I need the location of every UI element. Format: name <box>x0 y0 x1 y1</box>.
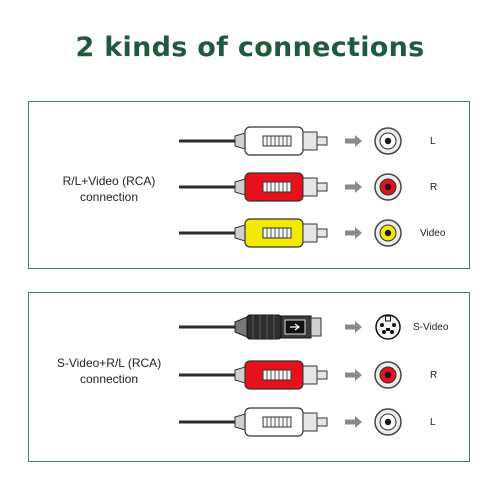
rca-plug-icon <box>234 360 328 390</box>
rca-plug-icon <box>234 172 328 202</box>
panel-label-line-1: S-Video+R/L (RCA) <box>56 356 162 370</box>
svideo-plug-icon <box>234 314 322 340</box>
rca-cable <box>179 126 402 156</box>
page-title: 2 kinds of connections <box>75 32 425 63</box>
rca-plug-icon <box>234 407 328 437</box>
rca-plug-icon <box>234 218 328 248</box>
connector-label-r: R <box>430 370 438 381</box>
rca-cable <box>179 172 402 202</box>
panel-label: R/L+Video (RCA) connection <box>29 173 189 205</box>
connector-label-r: R <box>430 182 438 193</box>
rca-connection-panel: R/L+Video (RCA) connection L R Video <box>28 101 470 269</box>
rca-jack-icon <box>374 219 402 247</box>
panel-label: S-Video+R/L (RCA) connection <box>29 355 189 387</box>
svideo-cable <box>179 314 401 340</box>
rca-jack-icon <box>374 173 402 201</box>
rca-jack-icon <box>374 408 402 436</box>
svideo-connection-panel: S-Video+R/L (RCA) connection S-Video R L <box>28 292 470 462</box>
connector-label-l: L <box>430 136 436 147</box>
cable-row <box>179 126 402 248</box>
rca-jack-icon <box>374 127 402 155</box>
rca-jack-icon <box>374 361 402 389</box>
rca-plug-icon <box>234 126 328 156</box>
connector-label-l: L <box>430 417 436 428</box>
connector-label-svideo: S-Video <box>413 322 449 333</box>
svideo-jack-icon <box>375 314 401 340</box>
cable-row <box>179 314 402 437</box>
rca-cable <box>179 407 402 437</box>
rca-cable <box>179 360 402 390</box>
arrow-right-icon <box>345 135 362 147</box>
arrow-right-icon <box>345 321 362 333</box>
panel-label-line-2: connection <box>79 372 139 386</box>
arrow-right-icon <box>345 369 362 381</box>
panel-label-line-2: connection <box>79 190 139 204</box>
panel-label-line-1: R/L+Video (RCA) <box>62 174 156 188</box>
connector-label-video: Video <box>420 228 446 239</box>
arrow-right-icon <box>345 416 362 428</box>
arrow-right-icon <box>345 181 362 193</box>
arrow-right-icon <box>345 227 362 239</box>
rca-cable <box>179 218 402 248</box>
